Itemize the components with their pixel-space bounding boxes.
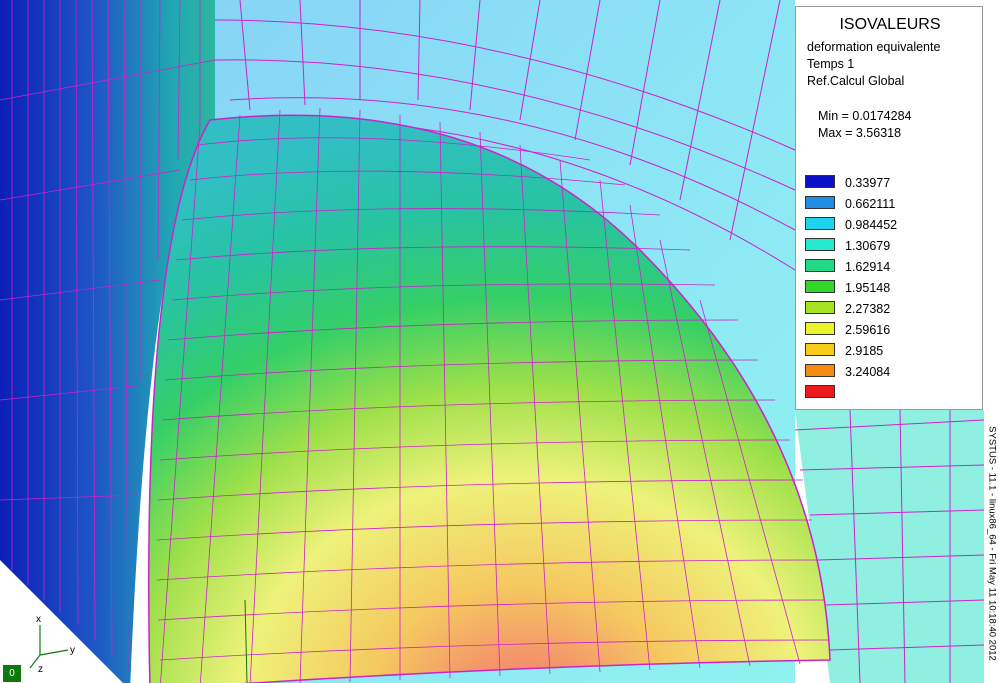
axis-z-label: z xyxy=(38,664,43,675)
legend-min: Min = 0.0174284 xyxy=(818,109,912,123)
axis-x-label: x xyxy=(36,614,41,625)
legend-value: 3.24084 xyxy=(845,365,891,379)
legend-entry: 1.30679 xyxy=(805,238,975,254)
legend-value: 1.95148 xyxy=(845,281,891,295)
legend-value: 2.9185 xyxy=(845,344,884,358)
legend-entry: 3.24084 xyxy=(805,364,975,380)
legend-entry xyxy=(805,385,975,401)
legend-value: 0.984452 xyxy=(845,218,898,232)
legend-swatch xyxy=(805,259,835,272)
legend-entry: 1.95148 xyxy=(805,280,975,296)
legend-swatch xyxy=(805,280,835,293)
frame-counter[interactable]: 0 xyxy=(3,665,21,682)
legend-swatch xyxy=(805,238,835,251)
legend-entry: 1.62914 xyxy=(805,259,975,275)
legend-swatch xyxy=(805,322,835,335)
legend-entry: 0.984452 xyxy=(805,217,975,233)
legend-value: 2.27382 xyxy=(845,302,891,316)
legend-swatch xyxy=(805,217,835,230)
legend-entry: 2.59616 xyxy=(805,322,975,338)
legend-value: 0.33977 xyxy=(845,176,891,190)
legend-entry: 0.33977 xyxy=(805,175,975,191)
legend-value: 1.62914 xyxy=(845,260,891,274)
legend-swatch xyxy=(805,385,835,398)
hemisphere-dome xyxy=(148,107,831,683)
legend-entry: 0.662111 xyxy=(805,196,975,212)
isovalue-legend: ISOVALEURS deformation equivalente Temps… xyxy=(795,6,983,410)
coordinate-triad: x y z xyxy=(29,599,248,683)
software-footer: SYSTUS - 11.1 - linux86_64 - Fri May 11 … xyxy=(984,412,999,680)
legend-title: ISOVALEURS xyxy=(839,16,941,33)
legend-swatch xyxy=(805,175,835,188)
legend-swatch xyxy=(805,343,835,356)
legend-time: Temps 1 xyxy=(807,57,855,71)
legend-value: 1.30679 xyxy=(845,239,891,253)
legend-quantity: deformation equivalente xyxy=(807,40,941,54)
legend-swatch xyxy=(805,301,835,314)
legend-entry: 2.27382 xyxy=(805,301,975,317)
axis-y-label: y xyxy=(70,645,75,656)
legend-entry: 2.9185 xyxy=(805,343,975,359)
legend-swatch xyxy=(805,196,835,209)
plate-grid xyxy=(214,0,985,683)
legend-max: Max = 3.56318 xyxy=(818,126,902,140)
legend-reference: Ref.Calcul Global xyxy=(807,74,905,88)
legend-swatch xyxy=(805,364,835,377)
legend-value: 2.59616 xyxy=(845,323,891,337)
legend-value: 0.662111 xyxy=(845,197,896,211)
footer-text: SYSTUS - 11.1 - linux86_64 - Fri May 11 … xyxy=(986,426,998,661)
vertical-wall xyxy=(0,0,216,683)
